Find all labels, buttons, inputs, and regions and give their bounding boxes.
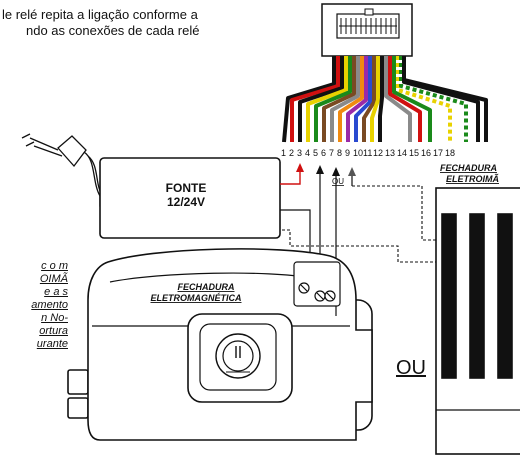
positive-wire [280,170,301,185]
terminal-number: 8 [337,148,342,158]
terminal-number: 17 [433,148,443,158]
negative-wire [280,209,311,270]
side-note-line: n No- [41,312,68,324]
electroima-lock [435,187,520,455]
lock-subtitle: ELETROMAGNÉTICA [151,293,242,303]
arrow-up-icon [332,167,340,176]
electroima-title: FECHADURA [440,163,497,173]
side-note-line: e a s [44,286,68,298]
electroima-subtitle: ELETROIMÃ [446,174,499,184]
arrow-up-icon [348,167,356,176]
terminal-number: 18 [445,148,455,158]
power-supply-box [99,157,281,239]
terminal-number: 13 [385,148,395,158]
arrow-up-icon [316,165,324,174]
intro-text-line-2: ndo as conexões de cada relé [26,23,200,38]
side-note-line: amento [31,299,68,311]
terminal-number: 10 [353,148,363,158]
terminal-number: 4 [305,148,310,158]
side-note-line: ortura [39,325,68,337]
terminal-number: 5 [313,148,318,158]
intro-text-line-1: le relé repita a ligação conforme a [2,7,198,22]
terminal-number: 3 [297,148,302,158]
or-label-small: OU [332,177,344,186]
side-note-line: c o m [41,260,68,272]
terminal-number: 7 [329,148,334,158]
connector-block [321,3,413,57]
terminal-numbers: 1 2 3 4 5 6 7 8 9 10 11 12 13 14 15 16 1… [281,148,455,158]
alt-wire [282,229,440,263]
terminal-number: 1 [281,148,286,158]
power-supply-label: FONTE [166,181,207,195]
side-note-line: urante [36,338,68,350]
terminal-number: 9 [345,148,350,158]
alt-wire [352,185,440,241]
terminal-number: 16 [421,148,431,158]
terminal-number: 12 [373,148,383,158]
lock-terminal-block [293,261,341,307]
power-supply-voltage: 12/24V [167,195,205,209]
terminal-number: 15 [409,148,419,158]
lock-title: FECHADURA [178,282,235,292]
terminal-number: 6 [321,148,326,158]
terminal-number: 2 [289,148,294,158]
wire-harness [282,56,488,143]
or-label: OU [396,357,426,379]
terminal-number: 14 [397,148,407,158]
side-note: c o m OIMÃ e a s amento n No- ortura ura… [0,260,68,351]
power-plug [21,133,105,207]
side-note-line: OIMÃ [39,273,68,285]
arrow-up-icon [296,163,304,172]
terminal-number: 11 [363,148,372,158]
